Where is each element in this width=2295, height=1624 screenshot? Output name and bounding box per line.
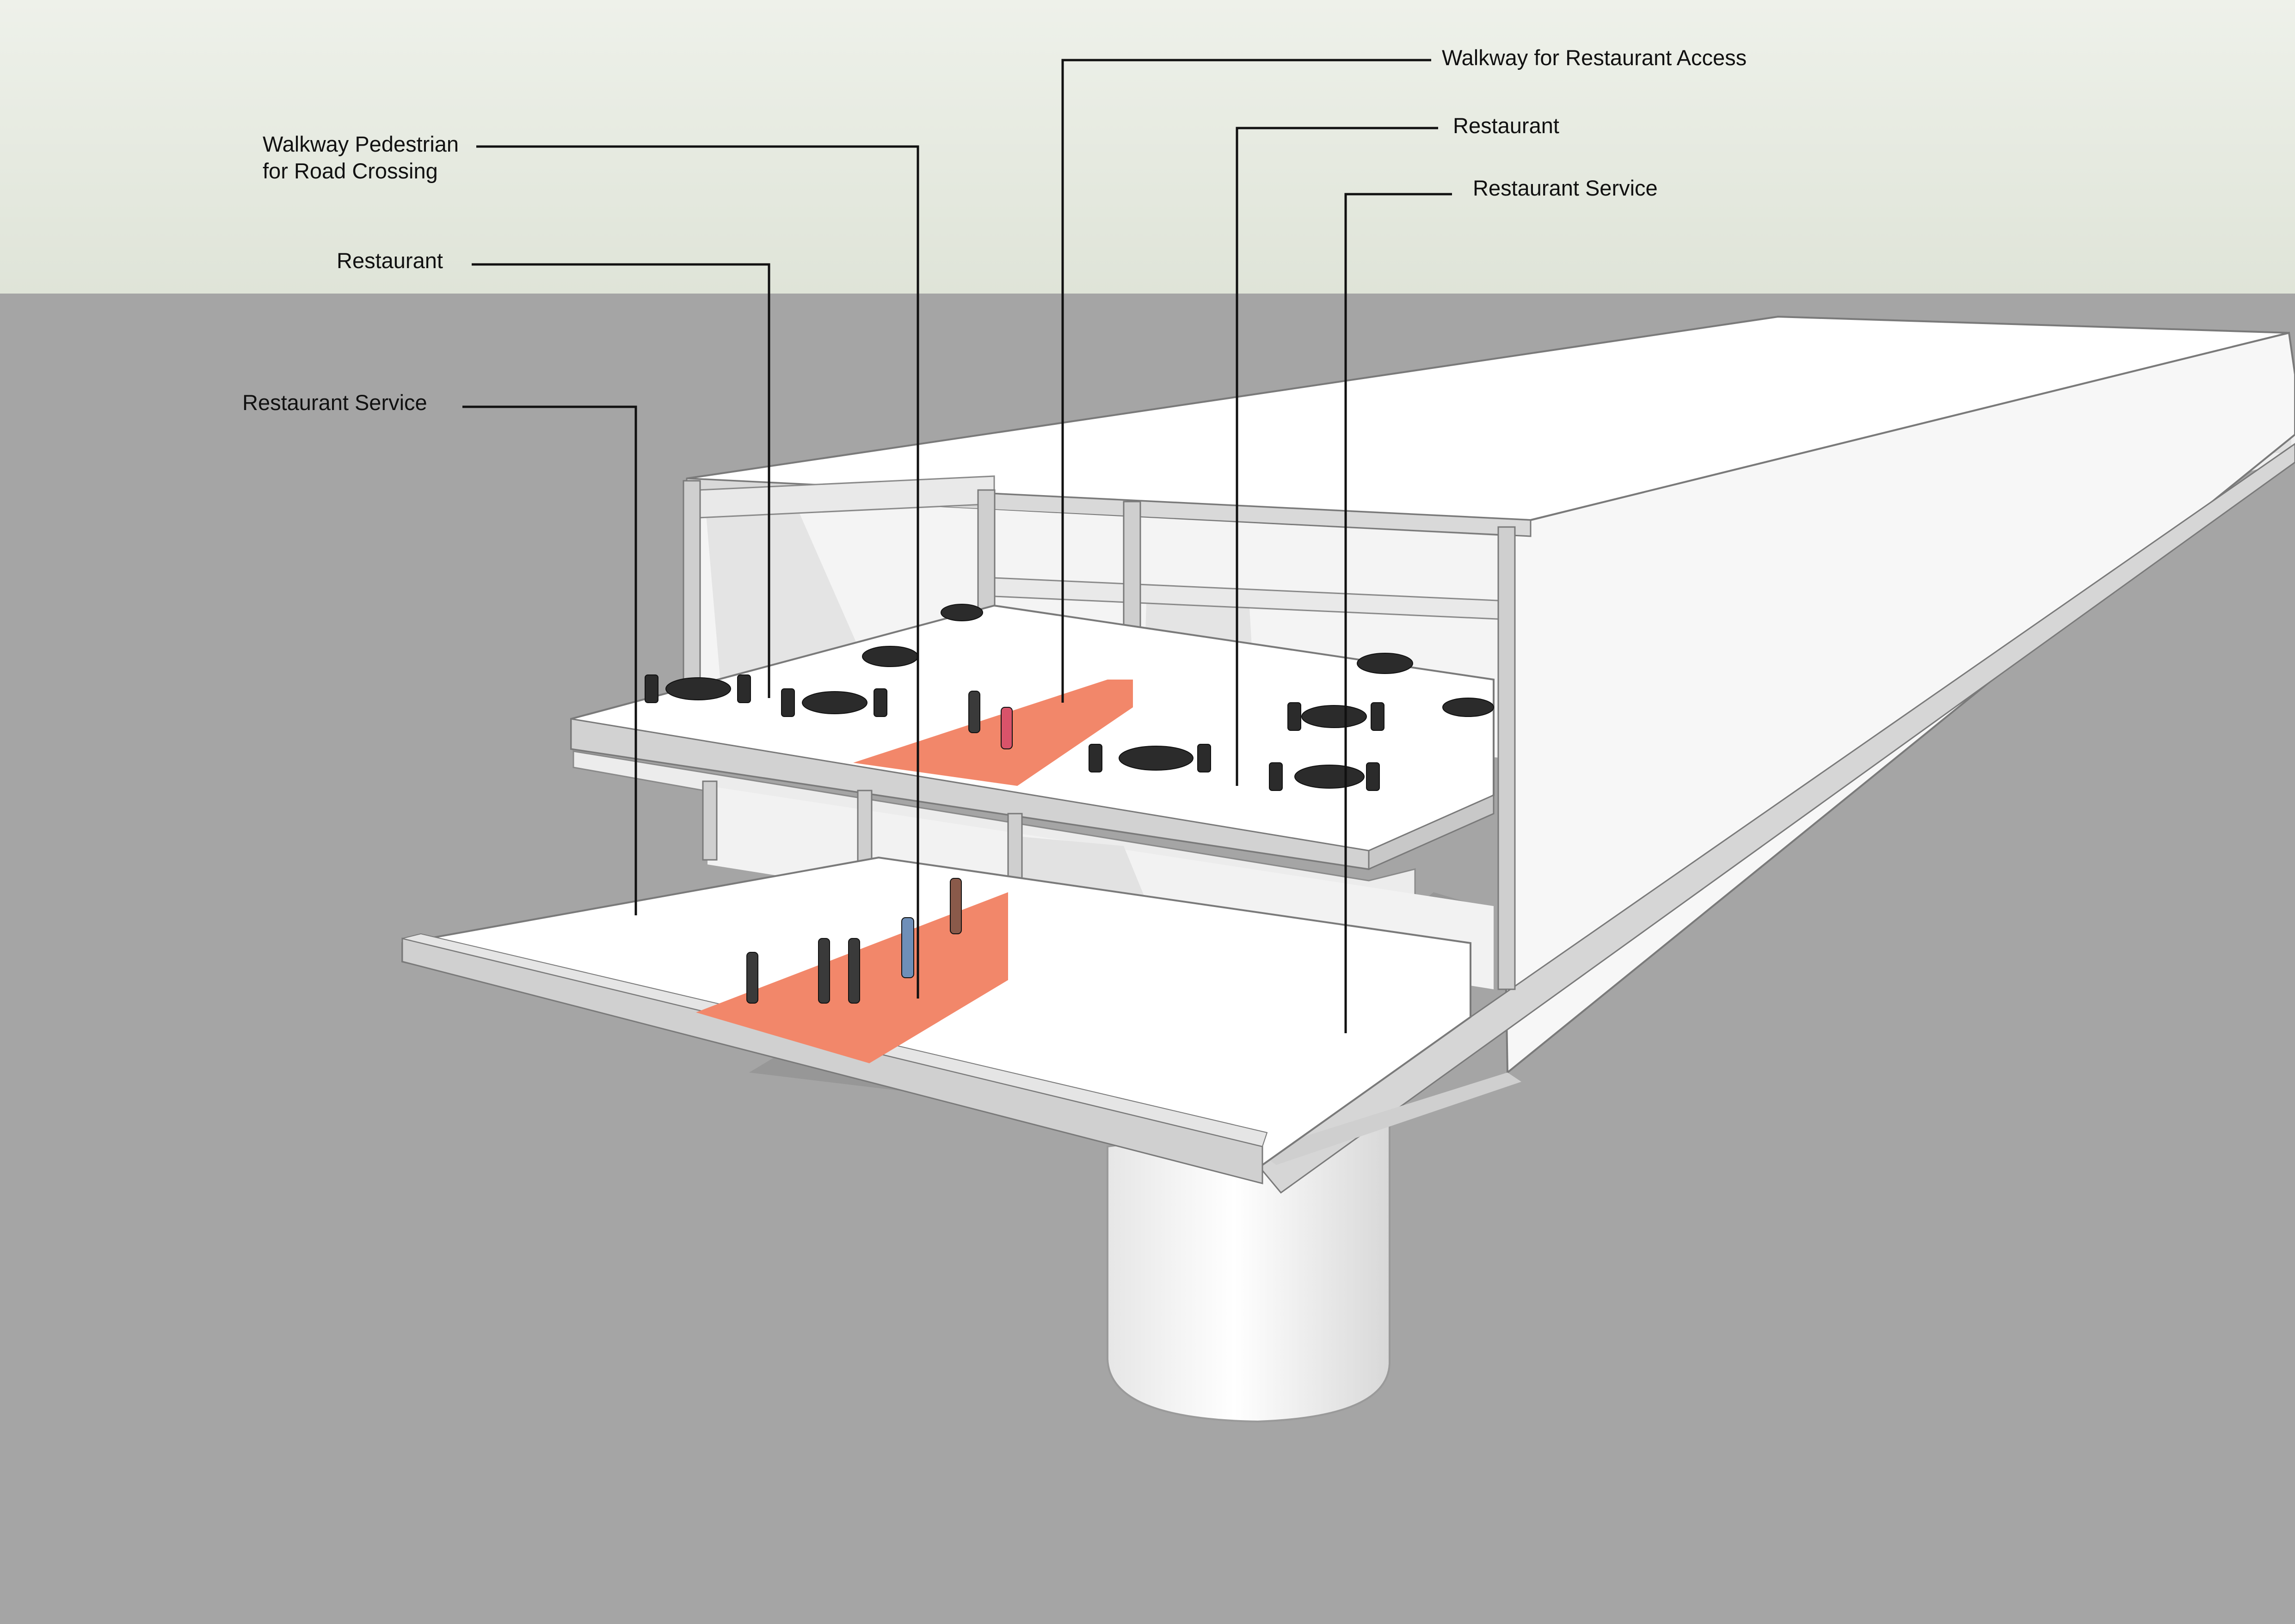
leader-line-walkway-pedestrian bbox=[476, 145, 919, 999]
label-restaurant-right: Restaurant bbox=[1453, 112, 1559, 139]
person-figure bbox=[968, 691, 980, 733]
person-figure bbox=[1001, 707, 1013, 749]
chair bbox=[874, 688, 887, 717]
leader-line-walkway-restaurant-access bbox=[1061, 59, 1431, 703]
label-restaurant-left: Restaurant bbox=[337, 247, 443, 274]
chair bbox=[737, 674, 751, 703]
leader-line-restaurant-right bbox=[1236, 127, 1438, 786]
sky-background bbox=[0, 0, 2295, 294]
light-shaft bbox=[705, 504, 879, 693]
person-figure bbox=[848, 938, 860, 1004]
round-table bbox=[802, 691, 868, 714]
person-figure bbox=[950, 878, 962, 934]
chair bbox=[645, 674, 658, 703]
lower-column bbox=[702, 780, 718, 861]
person-figure bbox=[818, 938, 830, 1004]
round-table bbox=[1357, 653, 1413, 674]
label-line: Restaurant bbox=[337, 248, 443, 273]
label-line: Restaurant bbox=[1453, 113, 1559, 138]
leader-line-restaurant-service-left bbox=[462, 405, 637, 915]
person-figure bbox=[901, 917, 914, 978]
chair bbox=[781, 688, 795, 717]
leader-line-restaurant-left bbox=[472, 263, 770, 698]
round-table bbox=[941, 604, 983, 621]
round-table bbox=[1442, 698, 1494, 717]
label-line: Walkway for Restaurant Access bbox=[1442, 45, 1747, 70]
round-table bbox=[1301, 705, 1367, 728]
label-line: Restaurant Service bbox=[1473, 176, 1658, 200]
upper-column bbox=[1497, 526, 1516, 990]
leader-line-restaurant-service-right bbox=[1344, 193, 1452, 1033]
person-figure bbox=[746, 952, 758, 1004]
bottom-slab-inner-edge bbox=[1258, 1072, 1521, 1165]
label-line: Walkway Pedestrian bbox=[263, 132, 459, 156]
pedestrians bbox=[746, 691, 1013, 1004]
round-table bbox=[665, 677, 731, 700]
label-restaurant-service-right: Restaurant Service bbox=[1473, 175, 1658, 202]
bridge-pier bbox=[1107, 1108, 1391, 1423]
chair bbox=[1269, 762, 1283, 791]
round-table bbox=[1119, 746, 1194, 771]
restaurant-furniture bbox=[645, 604, 1494, 791]
round-table bbox=[1294, 765, 1365, 789]
chair bbox=[1197, 744, 1211, 772]
chair bbox=[1089, 744, 1102, 772]
leader-lines bbox=[462, 59, 1452, 1033]
chair bbox=[1287, 702, 1301, 731]
upper-deck-edge bbox=[1368, 794, 1495, 870]
upper-walkway-surface bbox=[853, 680, 1133, 786]
label-walkway-pedestrian: Walkway Pedestrian for Road Crossing bbox=[263, 131, 459, 184]
label-walkway-restaurant-access: Walkway for Restaurant Access bbox=[1442, 44, 1747, 71]
chair bbox=[1371, 702, 1384, 731]
round-table bbox=[862, 646, 918, 667]
label-line: for Road Crossing bbox=[263, 159, 438, 183]
chair bbox=[1366, 762, 1380, 791]
label-restaurant-service-left: Restaurant Service bbox=[242, 389, 427, 416]
label-line: Restaurant Service bbox=[242, 390, 427, 415]
bottom-slab-edge bbox=[1256, 443, 2295, 1194]
